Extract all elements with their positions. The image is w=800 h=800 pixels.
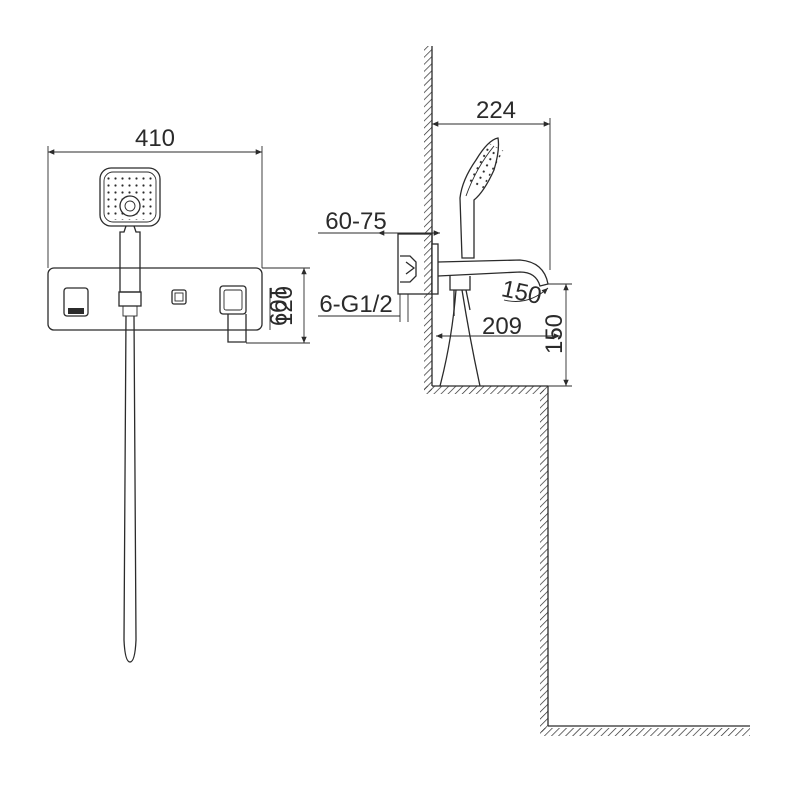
dim-209: 209 <box>482 313 522 340</box>
front-dimensions: 410 109 120 <box>47 125 310 344</box>
spout <box>437 259 549 287</box>
shower-head-front <box>99 167 161 227</box>
dim-150-height: 150 <box>541 314 568 354</box>
shower-head-side <box>459 137 500 259</box>
tub-wall <box>540 386 548 732</box>
wall-plate <box>47 267 263 331</box>
diverter-knob <box>63 287 89 317</box>
dim-224: 224 <box>476 97 516 124</box>
hose-front <box>123 315 137 663</box>
dim-109: 109 <box>264 286 291 326</box>
dim-120: 120 <box>271 286 298 326</box>
front-view <box>47 167 263 663</box>
dim-6-g1-2: 6-G1/2 <box>319 291 392 318</box>
right-handle <box>219 285 247 315</box>
dim-60-75: 60-75 <box>325 208 386 235</box>
wall <box>424 46 432 392</box>
center-button <box>171 289 187 305</box>
side-view <box>397 46 750 736</box>
hose-side <box>439 289 481 387</box>
side-dimensions: 224 60-75 6-G1/2 209 150 150 <box>318 97 572 387</box>
dim-410: 410 <box>135 125 175 152</box>
